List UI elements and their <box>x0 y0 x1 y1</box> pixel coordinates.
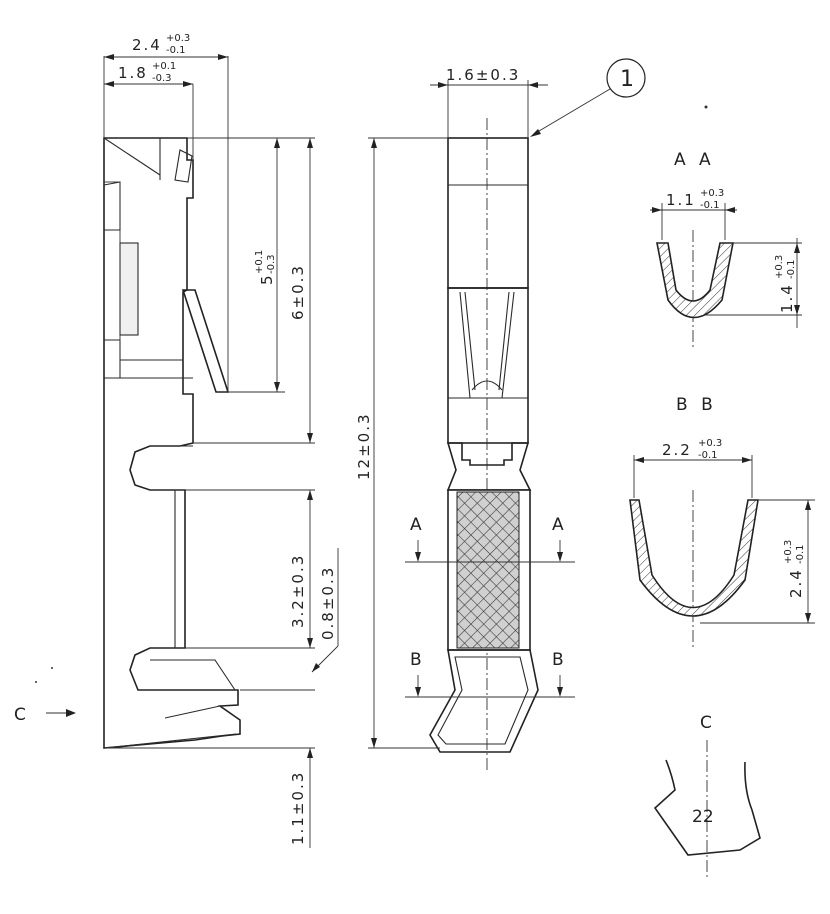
side-view-outline <box>103 137 241 749</box>
section-aa-width-minus: -0.1 <box>700 200 720 211</box>
section-aa-width-plus: +0.3 <box>700 188 724 199</box>
view-c-title: C <box>700 713 716 733</box>
section-bb-profile <box>629 499 759 617</box>
inner-width-value: 1.8 <box>118 64 148 82</box>
item-balloon-number: 1 <box>620 67 634 92</box>
top-width: 1.6±0.3 <box>446 66 520 84</box>
section-aa-height-minus: -0.1 <box>786 259 797 279</box>
contact-length: 6±0.3 <box>289 264 307 320</box>
side-view: 2.4 +0.3 -0.1 1.8 +0.1 -0.3 5 +0.1 -0.3 … <box>14 33 339 848</box>
item-balloon <box>606 58 646 98</box>
inner-width-minus: -0.3 <box>152 73 172 84</box>
view-c-marking: 22 <box>692 807 714 827</box>
contact-head <box>447 137 529 289</box>
tail-length: 1.1±0.3 <box>289 771 307 845</box>
section-a-right: A <box>552 515 568 535</box>
view-c-outline <box>653 759 761 856</box>
section-b-left: B <box>410 650 426 670</box>
latch-spring <box>181 289 230 393</box>
latch-length-value: 5 <box>258 273 276 285</box>
section-bb-title: B B <box>676 395 717 415</box>
latch-length-minus: -0.3 <box>266 254 277 274</box>
overall-width-plus: +0.3 <box>166 33 190 44</box>
overall-width-minus: -0.1 <box>166 45 186 56</box>
section-aa-profile <box>656 242 734 319</box>
section-a-left: A <box>410 515 426 535</box>
section-bb: B B 2.2 +0.3 -0.1 2.4 +0.3 -0.1 <box>629 395 815 650</box>
section-aa-width-value: 1.1 <box>666 191 696 209</box>
section-bb-height-minus: -0.1 <box>795 544 806 564</box>
view-c: C 22 <box>653 713 761 880</box>
section-aa: A A 1.1 +0.3 -0.1 1.4 +0.3 -0.1 <box>650 150 802 350</box>
section-bb-height-plus: +0.3 <box>783 540 794 564</box>
crimp-offset: 0.8±0.3 <box>319 566 337 640</box>
section-aa-height-value: 1.4 <box>778 283 796 313</box>
latch-length-plus: +0.1 <box>254 250 265 274</box>
section-aa-height-plus: +0.3 <box>774 255 785 279</box>
front-view: 1.6±0.3 12±0.3 1 A A B B <box>355 58 646 770</box>
section-bb-width-plus: +0.3 <box>698 438 722 449</box>
section-bb-width-value: 2.2 <box>662 441 692 459</box>
inner-width-plus: +0.1 <box>152 61 176 72</box>
view-c-label: C <box>14 705 30 725</box>
section-bb-height-value: 2.4 <box>787 568 805 598</box>
overall-length: 12±0.3 <box>355 412 373 480</box>
section-aa-title: A A <box>674 150 715 170</box>
section-b-right: B <box>552 650 568 670</box>
crimp-length: 3.2±0.3 <box>289 554 307 628</box>
overall-width-value: 2.4 <box>132 36 162 54</box>
section-bb-width-minus: -0.1 <box>698 450 718 461</box>
